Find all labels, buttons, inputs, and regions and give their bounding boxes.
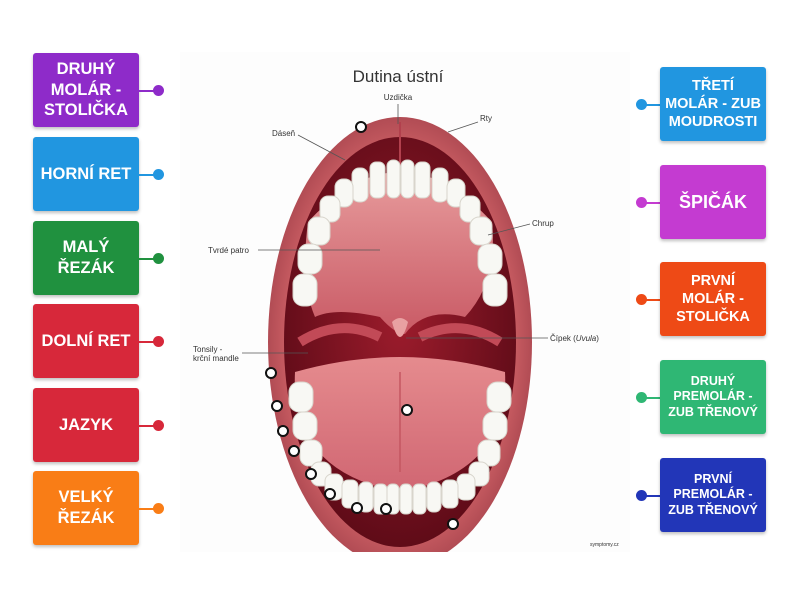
pin-dot xyxy=(153,336,164,347)
upper-tooth xyxy=(319,195,341,223)
pin-line xyxy=(139,341,159,343)
pin-line xyxy=(641,495,661,497)
lower-tooth xyxy=(412,483,427,515)
label-chrup: Chrup xyxy=(532,219,554,228)
label-treti-molar[interactable]: TŘETÍ MOLÁR - ZUB MOUDROSTI xyxy=(660,67,766,141)
label-cipek-end: ) xyxy=(596,334,599,343)
lower-teeth xyxy=(288,381,512,515)
pin-dot xyxy=(153,503,164,514)
drop-target[interactable] xyxy=(401,404,413,416)
tonsil-arch-right xyxy=(417,323,503,347)
lower-tooth xyxy=(456,473,476,501)
lower-tooth xyxy=(426,481,442,513)
lower-tooth xyxy=(482,411,508,441)
upper-teeth xyxy=(292,159,508,307)
drop-target[interactable] xyxy=(447,518,459,530)
pin-line xyxy=(139,174,159,176)
pin-dot xyxy=(153,85,164,96)
upper-tooth xyxy=(431,167,449,203)
lower-tooth xyxy=(358,481,374,513)
tonsil-arch-left xyxy=(297,323,383,347)
pin-dot xyxy=(153,253,164,264)
label-tonsily-1: Tonsily - xyxy=(193,345,223,354)
pin-line xyxy=(641,299,661,301)
label-rty: Rty xyxy=(480,114,492,123)
label-dasen: Dáseň xyxy=(272,129,295,138)
pin-dot xyxy=(153,420,164,431)
upper-tooth xyxy=(292,273,318,307)
label-horni-ret[interactable]: HORNÍ RET xyxy=(33,137,139,211)
leader-dasen xyxy=(297,134,346,161)
upper-tooth xyxy=(477,243,503,275)
drop-target[interactable] xyxy=(355,121,367,133)
label-cipek: Čípek (Uvula) xyxy=(550,334,599,343)
pin-line xyxy=(641,104,661,106)
lower-tooth xyxy=(486,381,512,413)
upper-tooth xyxy=(469,216,493,246)
label-spicak[interactable]: ŠPIČÁK xyxy=(660,165,766,239)
drop-target[interactable] xyxy=(271,400,283,412)
lower-tooth xyxy=(341,479,359,509)
pin-dot xyxy=(153,169,164,180)
mouth-diagram: Dutina ústní xyxy=(180,52,630,552)
drop-target[interactable] xyxy=(288,445,300,457)
label-velky-rezak[interactable]: VELKÝ ŘEZÁK xyxy=(33,471,139,545)
label-prvni-premolar[interactable]: PRVNÍ PREMOLÁR - ZUB TŘENOVÝ xyxy=(660,458,766,532)
leader-rty xyxy=(447,121,479,133)
lower-tooth xyxy=(399,483,413,515)
label-cipek-italic: Uvula xyxy=(576,334,597,343)
diagram-title: Dutina ústní xyxy=(353,67,444,86)
lower-tooth xyxy=(477,439,501,467)
label-tonsily-2: krční mandle xyxy=(193,354,239,363)
pin-line xyxy=(139,90,159,92)
upper-tooth xyxy=(414,161,431,199)
label-druhy-molar[interactable]: DRUHÝ MOLÁR - STOLIČKA xyxy=(33,53,139,127)
lower-tooth xyxy=(441,479,459,509)
label-dolni-ret[interactable]: DOLNÍ RET xyxy=(33,304,139,378)
label-jazyk[interactable]: JAZYK xyxy=(33,388,139,462)
pin-line xyxy=(139,258,159,260)
lower-tooth xyxy=(292,411,318,441)
pin-line xyxy=(139,425,159,427)
drop-target[interactable] xyxy=(324,488,336,500)
drop-target[interactable] xyxy=(277,425,289,437)
hard-palate xyxy=(305,172,493,334)
label-druhy-premolar[interactable]: DRUHÝ PREMOLÁR - ZUB TŘENOVÝ xyxy=(660,360,766,434)
drop-target[interactable] xyxy=(265,367,277,379)
upper-tooth xyxy=(386,159,401,199)
label-tvrde-patro: Tvrdé patro xyxy=(208,246,249,255)
drop-target[interactable] xyxy=(305,468,317,480)
upper-tooth xyxy=(307,216,331,246)
label-prvni-molar[interactable]: PRVNÍ MOLÁR - STOLIČKA xyxy=(660,262,766,336)
credit-text: symptomy.cz xyxy=(590,542,619,548)
pin-line xyxy=(139,508,159,510)
upper-tooth xyxy=(400,159,415,199)
pin-line xyxy=(641,397,661,399)
pin-line xyxy=(641,202,661,204)
lower-tooth xyxy=(288,381,314,413)
upper-tooth xyxy=(459,195,481,223)
upper-tooth xyxy=(297,243,323,275)
label-cipek-text: Čípek ( xyxy=(550,334,576,343)
leader-chrup xyxy=(487,223,531,236)
drop-target[interactable] xyxy=(380,503,392,515)
upper-tooth xyxy=(351,167,369,203)
uvula xyxy=(392,318,408,337)
label-maly-rezak[interactable]: MALÝ ŘEZÁK xyxy=(33,221,139,295)
label-uzdicka: Uzdička xyxy=(384,93,413,102)
lower-tooth xyxy=(299,439,323,467)
upper-tooth xyxy=(369,161,386,199)
upper-tooth xyxy=(482,273,508,307)
drop-target[interactable] xyxy=(351,502,363,514)
